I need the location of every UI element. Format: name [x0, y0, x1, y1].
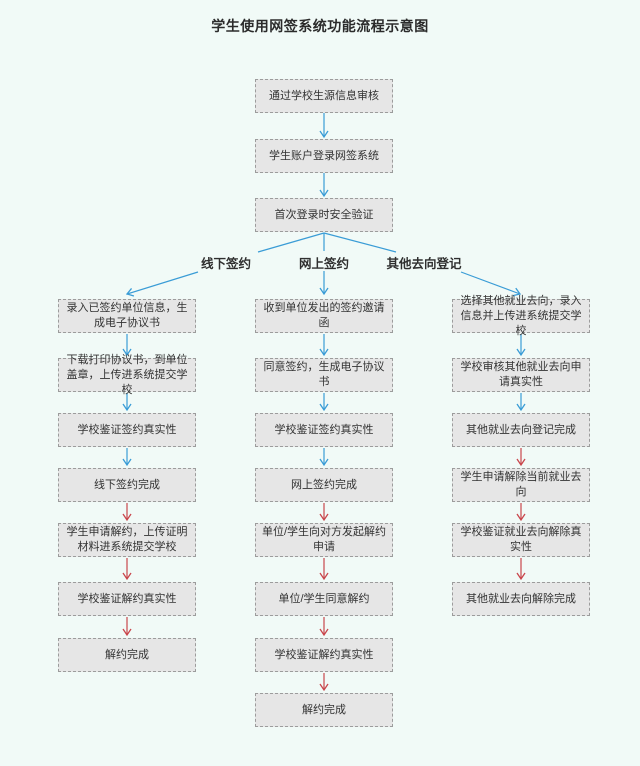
flow-connector-line — [323, 232, 397, 253]
top-flow-step-1: 通过学校生源信息审核 — [255, 79, 393, 113]
flow-connector-line — [257, 232, 325, 253]
branch-label-2: 网上签约 — [298, 257, 350, 271]
branch-2-step-2: 同意签约，生成电子协议书 — [255, 358, 393, 392]
branch-2-step-7: 学校鉴证解约真实性 — [255, 638, 393, 672]
branch-1-step-2: 下载打印协议书，到单位盖章，上传进系统提交学校 — [58, 354, 196, 396]
branch-2-step-4: 网上签约完成 — [255, 468, 393, 502]
flow-connector-arrow — [125, 271, 199, 297]
branch-2-step-3: 学校鉴证签约真实性 — [255, 413, 393, 447]
branch-2-step-5: 单位/学生向对方发起解约申请 — [255, 523, 393, 557]
branch-label-1: 线下签约 — [200, 257, 252, 271]
top-flow-step-2: 学生账户登录网签系统 — [255, 139, 393, 173]
branch-3-step-3: 其他就业去向登记完成 — [452, 413, 590, 447]
branch-1-step-7: 解约完成 — [58, 638, 196, 672]
branch-2-step-6: 单位/学生同意解约 — [255, 582, 393, 616]
top-flow-step-3: 首次登录时安全验证 — [255, 198, 393, 232]
branch-3-step-1: 选择其他就业去向，录入信息并上传进系统提交学校 — [452, 295, 590, 337]
branch-1-step-6: 学校鉴证解约真实性 — [58, 582, 196, 616]
branch-1-step-1: 录入已签约单位信息，生成电子协议书 — [58, 299, 196, 333]
branch-3-step-6: 其他就业去向解除完成 — [452, 582, 590, 616]
branch-3-step-2: 学校审核其他就业去向申请真实性 — [452, 358, 590, 392]
branch-3-step-4: 学生申请解除当前就业去向 — [452, 468, 590, 502]
branch-1-step-3: 学校鉴证签约真实性 — [58, 413, 196, 447]
branch-label-3: 其他去向登记 — [386, 257, 462, 271]
branch-2-step-8: 解约完成 — [255, 693, 393, 727]
diagram-title: 学生使用网签系统功能流程示意图 — [211, 18, 429, 34]
flow-connector-arrow — [460, 271, 522, 297]
branch-2-step-1: 收到单位发出的签约邀请函 — [255, 299, 393, 333]
branch-1-step-4: 线下签约完成 — [58, 468, 196, 502]
branch-1-step-5: 学生申请解约，上传证明材料进系统提交学校 — [58, 523, 196, 557]
branch-3-step-5: 学校鉴证就业去向解除真实性 — [452, 523, 590, 557]
